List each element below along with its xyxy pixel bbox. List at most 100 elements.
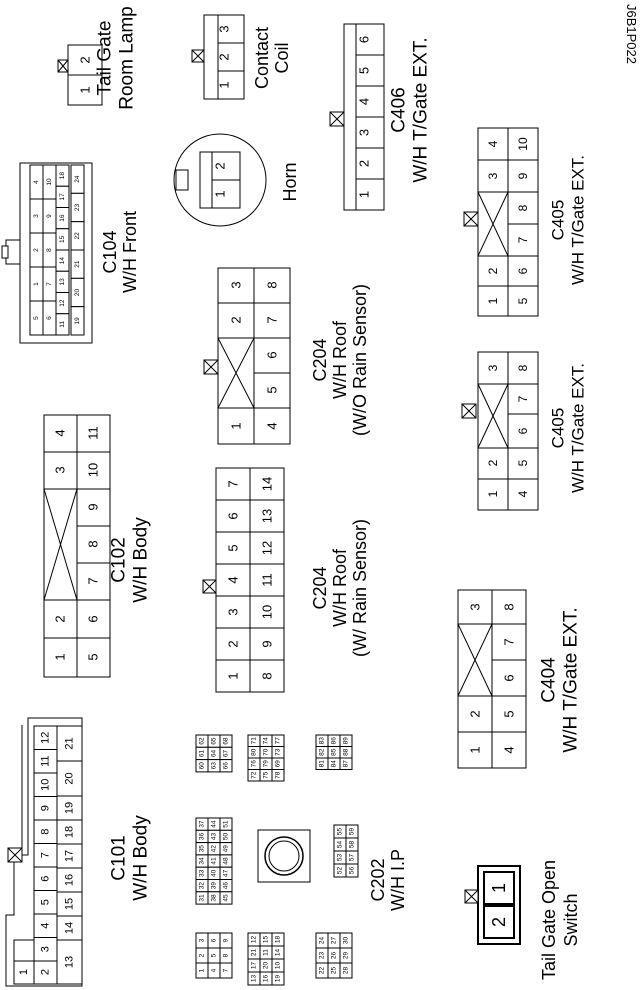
pin-number: 32 [199,882,206,890]
pin-number: 71 [251,737,258,745]
label-horn-line: Horn [280,162,300,201]
pin-cell [483,905,515,939]
pin-number: 5 [265,386,280,393]
pin-number: 50 [223,832,230,840]
pin-number: 13 [64,956,76,968]
pin-number: 6 [46,316,53,320]
pin-strip [203,14,219,100]
pin-cell [55,313,70,336]
pin-number: 20 [263,962,270,970]
pin-number: 43 [211,832,218,840]
pin-number: 1 [226,672,241,679]
pin-number: 44 [211,820,218,828]
pin-number: 72 [251,771,258,779]
pin-number: 41 [211,857,218,865]
pin-number: 2 [229,316,244,323]
pin-number: 5 [33,316,40,320]
label-c404-line: W/H T/Gate EXT. [561,607,582,752]
pin-number: 25 [331,967,338,975]
pin-number: 4 [502,746,517,753]
pin-number: 17 [251,962,258,970]
pin-number: 16 [59,214,66,222]
pin-number: 8 [516,204,530,211]
pin-number: 9 [516,172,530,179]
pin-cell [249,499,285,533]
pin-number: 7 [46,282,53,286]
pin-cell [339,757,353,770]
pin-cell [215,659,251,693]
pin-number: 33 [199,869,206,877]
pin-cell [507,413,539,449]
pin-number: 31 [199,894,206,902]
label-c406-line: W/H T/Gate EXT. [411,37,432,182]
pin-number: 15 [263,936,270,944]
pin-cell [219,891,233,905]
pin-number: 18 [59,172,66,180]
label-c102-line: C102 [109,537,130,582]
pin-number: 4 [40,923,52,929]
pin-cell [249,627,285,661]
pin-number: 5 [502,710,517,717]
pin-number: 7 [86,577,101,584]
label-c405-b-line: W/H T/Gate EXT. [569,363,588,493]
latch-cross [464,889,479,904]
pin-number: 26 [331,952,338,960]
pin-number: 49 [223,845,230,853]
pin-cell [507,351,539,385]
pin-number: 59 [349,828,356,836]
pin-number: 15 [59,235,66,243]
pin-number: 17 [59,193,66,201]
pin-number: 5 [516,459,530,466]
pin-number: 57 [349,854,356,862]
pin-number: 2 [199,953,206,957]
pin-number: 8 [46,248,53,252]
terminal-pin-icon [175,169,189,191]
pin-number: 84 [331,760,338,768]
pin-number: 2 [33,248,40,252]
pin-number: 12 [251,936,258,944]
pin-cell [477,255,509,287]
pin-number: 63 [211,762,218,770]
label-c204-w-line: W/H Roof [330,548,350,627]
pin-number: 74 [263,737,270,745]
pin-cell [56,725,83,762]
pin-number: 3 [229,281,244,288]
pin-number: 7 [516,395,530,402]
pin-number: 67 [223,749,230,757]
pin-number: 4 [265,422,280,429]
pin-number: 52 [337,867,344,875]
label-tailgate-room-lamp-line: Room Lamp [117,6,138,110]
x-line [217,337,255,409]
pin-number: 36 [199,832,206,840]
pin-number: 11 [40,755,52,766]
x-line [477,383,509,449]
connector-latch-icon [202,579,217,594]
pin-number: 2 [226,640,241,647]
pin-number: 16 [64,874,76,886]
pin-number: 79 [263,760,270,768]
pin-number: 3 [486,364,500,371]
pin-number: 12 [59,299,66,307]
latch-cross [203,359,219,375]
pin-number: 3 [40,946,52,952]
pin-number: 56 [349,867,356,875]
pin-number: 21 [74,260,81,268]
pin-number: 2 [217,53,232,60]
pin-number: 69 [275,760,282,768]
pin-number: 5 [211,953,218,957]
label-contact-coil-line: Coil [272,42,292,73]
pin-cell [491,589,527,625]
pin-number: 2 [486,267,500,274]
